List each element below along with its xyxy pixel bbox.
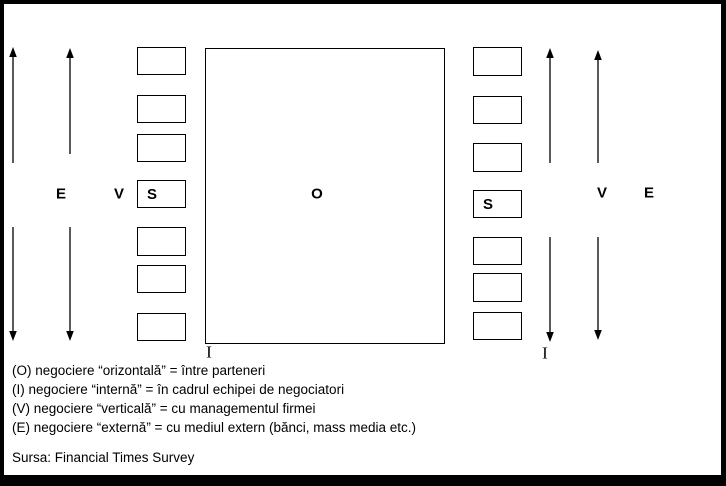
left-external-label: E xyxy=(55,185,67,203)
right-external-down-arrow xyxy=(594,237,602,340)
legend-line-e: (E) negociere “externă” = cu mediul exte… xyxy=(12,420,417,435)
right-team-box xyxy=(473,273,522,302)
left-team-box xyxy=(137,313,186,341)
legend-line-o: (O) negociere “orizontală” = între parte… xyxy=(12,363,266,378)
left-external-up-arrow xyxy=(9,47,17,163)
right-team-box xyxy=(473,312,522,340)
right-team-box xyxy=(473,47,522,76)
source-note: Sursa: Financial Times Survey xyxy=(12,450,195,465)
left-leader-box: S xyxy=(137,180,186,208)
left-vertical-up-arrow xyxy=(66,48,74,154)
left-internal-label: I xyxy=(206,342,212,362)
horizontal-label: O xyxy=(311,185,323,203)
left-leader-label: S xyxy=(147,185,158,203)
right-team-box xyxy=(473,237,522,265)
right-external-label: E xyxy=(643,184,655,202)
left-team-box xyxy=(137,47,186,75)
left-team-box xyxy=(137,265,186,293)
left-team-box xyxy=(137,227,186,256)
right-external-up-arrow xyxy=(594,50,602,163)
legend-line-v: (V) negociere “verticală” = cu managemen… xyxy=(12,401,316,416)
left-vertical-down-arrow xyxy=(66,227,74,341)
right-vertical-label: V xyxy=(596,184,608,202)
left-vertical-label: V xyxy=(113,185,125,203)
right-internal-label: I xyxy=(542,343,548,363)
left-team-box xyxy=(137,134,186,162)
legend: (O) negociere “orizontală” = între parte… xyxy=(12,361,416,437)
right-vertical-up-arrow xyxy=(546,48,554,163)
right-team-box xyxy=(473,143,522,172)
legend-line-i: (I) negociere “internă” = în cadrul echi… xyxy=(12,382,345,397)
right-leader-box: S xyxy=(473,190,522,218)
right-vertical-down-arrow xyxy=(546,237,554,342)
left-external-down-arrow xyxy=(9,227,17,341)
right-leader-label: S xyxy=(483,195,494,213)
left-team-box xyxy=(137,95,186,123)
central-table-box xyxy=(205,48,445,344)
right-team-box xyxy=(473,96,522,124)
